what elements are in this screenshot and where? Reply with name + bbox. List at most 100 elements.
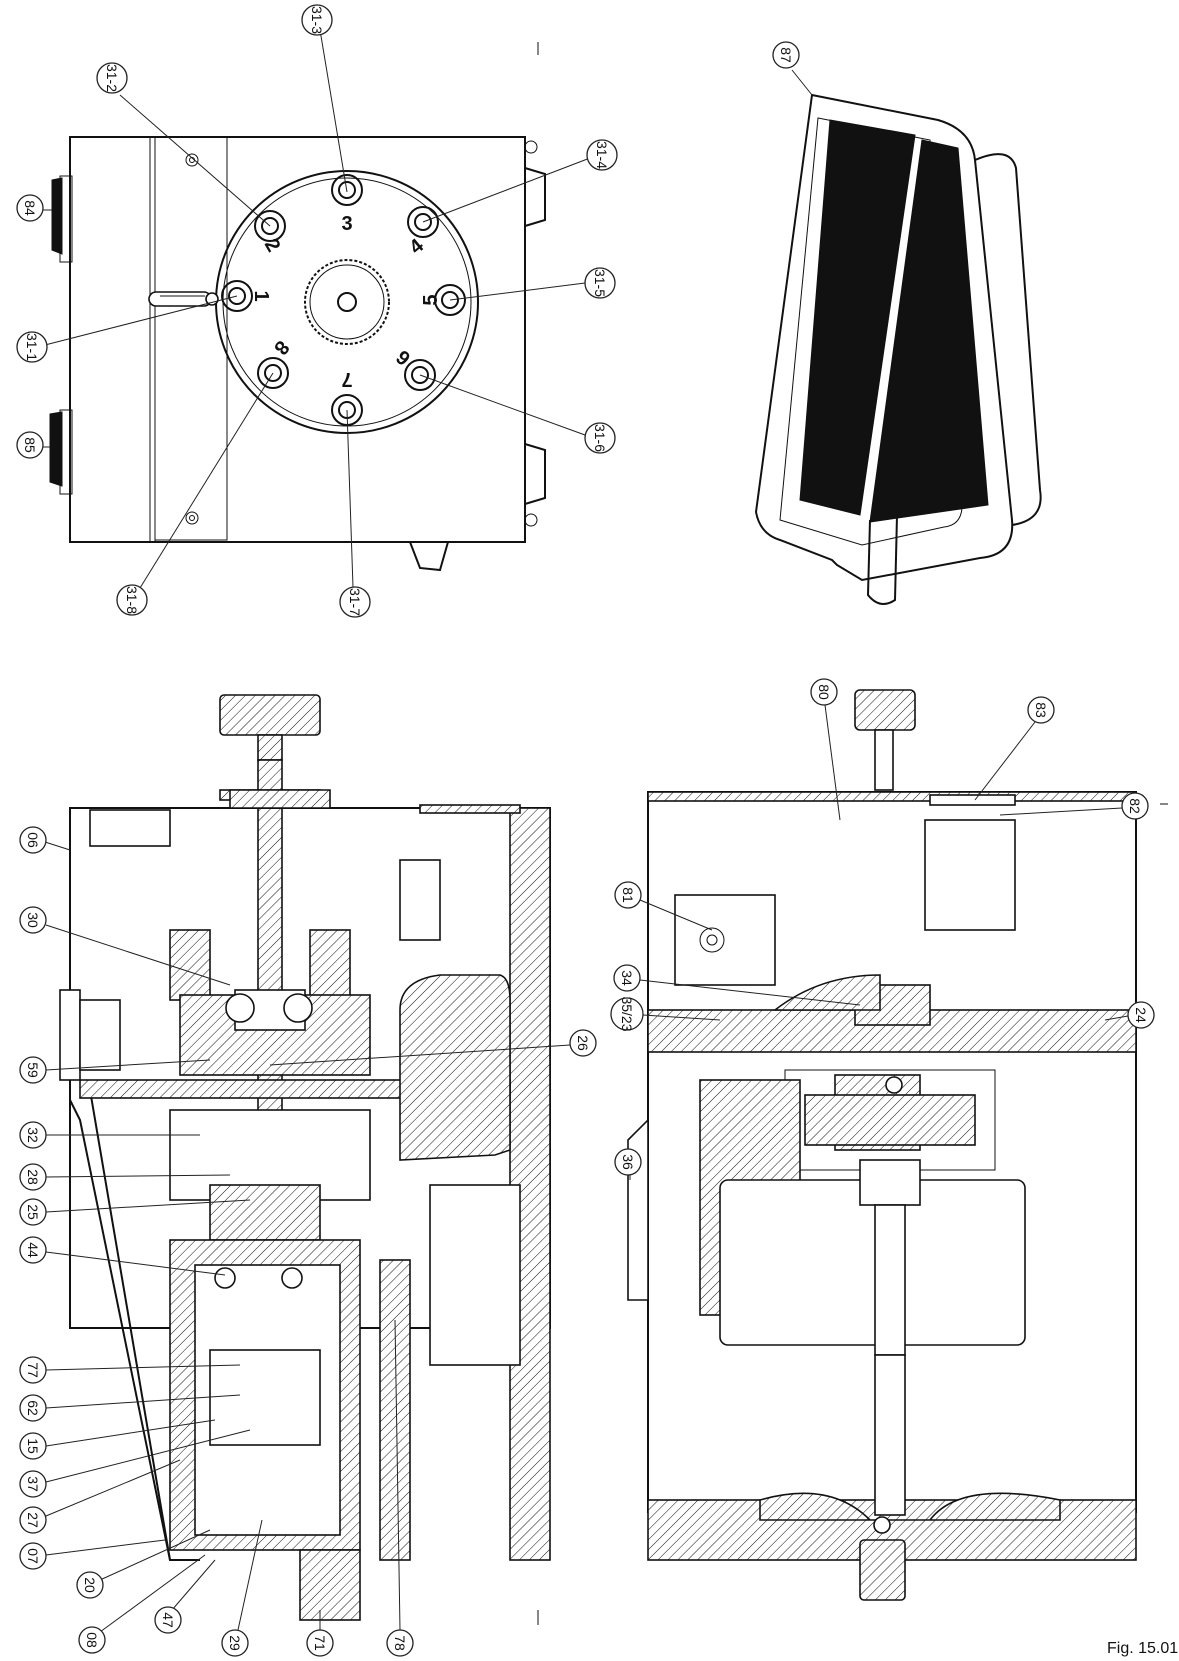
callout-34: 34: [613, 964, 861, 1006]
callout-31-7: 31-7: [339, 409, 371, 618]
callout-32: 32: [19, 1121, 200, 1149]
callout-31-2: 31-2: [96, 62, 271, 227]
svg-text:31-8: 31-8: [124, 586, 140, 614]
callout-62: 62: [19, 1394, 241, 1422]
callout-25: 25: [19, 1198, 251, 1226]
svg-text:31-7: 31-7: [347, 588, 363, 616]
svg-text:07: 07: [25, 1548, 41, 1564]
dial-number: 3: [341, 213, 352, 235]
svg-text:35/23: 35/23: [619, 996, 635, 1031]
svg-text:84: 84: [22, 200, 38, 216]
svg-text:08: 08: [84, 1632, 100, 1648]
callout-20: 20: [76, 1529, 211, 1599]
callout-77: 77: [19, 1356, 241, 1384]
svg-text:44: 44: [25, 1242, 41, 1258]
callout-59: 59: [19, 1056, 211, 1084]
callout-37: 37: [19, 1429, 251, 1498]
callout-87: 87: [772, 41, 813, 96]
callout-83: 83: [974, 696, 1055, 801]
dial-position-6: 6: [392, 345, 436, 391]
callouts: 31-3 31-2 31-4 31-5 31-6 31-7: [16, 4, 1155, 1657]
svg-text:28: 28: [25, 1169, 41, 1185]
svg-text:59: 59: [25, 1062, 41, 1078]
svg-text:31-2: 31-2: [104, 64, 120, 92]
svg-text:78: 78: [392, 1635, 408, 1651]
callout-31-6: 31-6: [419, 374, 616, 454]
svg-text:71: 71: [312, 1635, 328, 1651]
callout-30: 30: [19, 906, 231, 986]
callout-15: 15: [19, 1419, 216, 1460]
dial-position-1: 1: [221, 280, 272, 312]
svg-text:06: 06: [25, 832, 41, 848]
svg-text:62: 62: [25, 1400, 41, 1416]
callout-31-3: 31-3: [301, 4, 348, 193]
svg-text:31-1: 31-1: [24, 333, 40, 361]
dial-number: 4: [405, 234, 428, 259]
callout-29: 29: [221, 1519, 263, 1657]
svg-text:47: 47: [160, 1612, 176, 1628]
dial-positions: 1 2 3 4 5 6 7 8: [221, 174, 466, 426]
callout-28: 28: [19, 1163, 231, 1191]
svg-text:31-4: 31-4: [594, 141, 610, 169]
svg-text:36: 36: [620, 1154, 636, 1170]
callout-31-4: 31-4: [422, 139, 618, 223]
svg-text:20: 20: [82, 1577, 98, 1593]
callout-07: 07: [19, 1539, 166, 1570]
dial-number: 1: [250, 290, 272, 301]
svg-text:32: 32: [25, 1127, 41, 1143]
svg-text:25: 25: [25, 1204, 41, 1220]
callout-85: 85: [16, 431, 50, 459]
dial-position-3: 3: [331, 174, 363, 235]
figure-label: Fig. 15.01: [1107, 1640, 1179, 1657]
top-view: [49, 136, 546, 572]
svg-text:77: 77: [25, 1362, 41, 1378]
callout-78: 78: [386, 1319, 414, 1657]
dial-position-2: 2: [254, 210, 286, 256]
callout-31-5: 31-5: [449, 267, 616, 301]
pedal-view: [754, 93, 1042, 605]
svg-text:31-6: 31-6: [592, 424, 608, 452]
svg-text:37: 37: [25, 1476, 41, 1492]
svg-text:80: 80: [816, 684, 832, 700]
dial-number: 8: [269, 336, 293, 359]
callout-71: 71: [306, 1610, 334, 1657]
callout-27: 27: [19, 1459, 181, 1534]
svg-text:85: 85: [22, 437, 38, 453]
svg-text:15: 15: [25, 1438, 41, 1454]
callout-35-23: 35/23: [610, 996, 721, 1032]
left-section-view: [59, 694, 551, 1621]
callout-24: 24: [1104, 1001, 1155, 1029]
callout-81: 81: [614, 881, 713, 931]
svg-text:31-3: 31-3: [309, 6, 325, 34]
callout-06: 06: [19, 826, 71, 854]
callout-80: 80: [810, 678, 841, 821]
dial-number: 5: [420, 294, 442, 305]
right-section-view: [627, 689, 1137, 1601]
svg-text:83: 83: [1033, 702, 1049, 718]
dial-number: 2: [260, 235, 285, 256]
callout-47: 47: [154, 1559, 216, 1634]
svg-text:27: 27: [25, 1512, 41, 1528]
callout-08: 08: [78, 1554, 206, 1654]
callout-36: 36: [614, 1148, 642, 1180]
svg-text:87: 87: [778, 47, 794, 63]
dial-position-8: 8: [257, 336, 293, 389]
svg-text:82: 82: [1127, 798, 1143, 814]
svg-text:30: 30: [25, 912, 41, 928]
svg-text:29: 29: [227, 1635, 243, 1651]
callout-44: 44: [19, 1236, 226, 1276]
callout-84: 84: [16, 194, 52, 222]
svg-text:81: 81: [620, 887, 636, 903]
callout-31-8: 31-8: [116, 372, 274, 616]
callout-26: 26: [269, 1029, 597, 1066]
dial-position-4: 4: [405, 206, 439, 259]
dial-position-5: 5: [420, 284, 466, 316]
dial-number: 7: [341, 368, 352, 390]
svg-text:34: 34: [619, 970, 635, 986]
svg-text:31-5: 31-5: [592, 269, 608, 297]
svg-text:26: 26: [575, 1035, 591, 1051]
svg-text:24: 24: [1133, 1007, 1149, 1023]
dial-number: 6: [392, 345, 415, 369]
callout-82: 82: [999, 792, 1149, 820]
